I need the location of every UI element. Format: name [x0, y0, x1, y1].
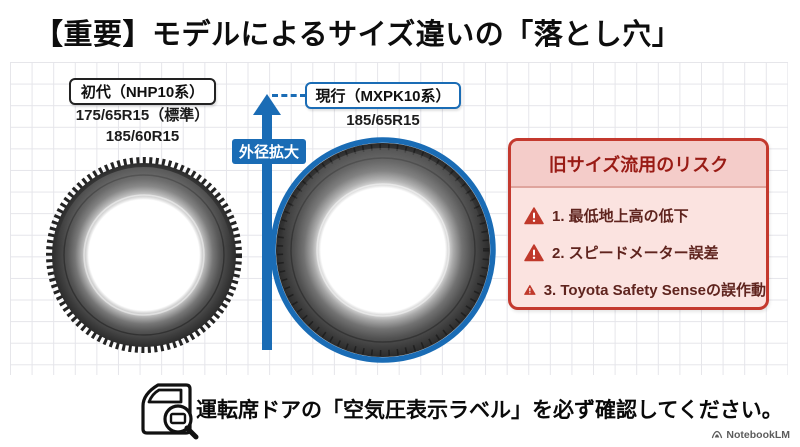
tire-new-illustration [270, 137, 496, 363]
risk-item-list: 1. 最低地上高の低下 2. スピードメーター誤差 3. Toyota Safe… [511, 188, 766, 307]
risk-box-title: 旧サイズ流用のリスク [511, 141, 766, 188]
outer-diameter-highlight-ring [270, 137, 496, 363]
dashed-connector-line [272, 94, 306, 97]
old-model-size-standard: 175/65R15（標準） [75, 107, 210, 124]
up-arrow-shaft [262, 113, 272, 350]
brand-label: NotebookLM [726, 429, 790, 441]
warning-icon [524, 206, 544, 224]
risk-item-2: 2. スピードメーター誤差 [524, 234, 766, 271]
old-model-size-option: 185/60R15 [105, 128, 180, 145]
old-model-sizes: 175/65R15（標準） 185/60R15 [49, 105, 236, 147]
risk-item-1: 1. 最低地上高の低下 [524, 197, 766, 234]
risk-item-2-text: 2. スピードメーター誤差 [552, 245, 719, 262]
new-model-label-box: 現行（MXPK10系） [305, 82, 461, 109]
old-model-label: 初代（NHP10系） [80, 84, 205, 101]
footer-note: 運転席ドアの「空気圧表示ラベル」を必ず確認してください。 [196, 399, 783, 422]
risk-item-1-text: 1. 最低地上高の低下 [552, 208, 689, 225]
notebooklm-logo-icon [712, 430, 723, 439]
warning-icon [524, 284, 536, 295]
risk-item-3: 3. Toyota Safety Senseの誤作動 [524, 271, 766, 307]
arrow-label: 外径拡大 [232, 139, 307, 164]
risk-box: 旧サイズ流用のリスク 1. 最低地上高の低下 2. スピードメーター誤差 [508, 138, 769, 310]
diagram-canvas: 外径拡大 初代（NHP10系） 175/65R15（標準） 185/60R15 … [10, 62, 788, 375]
tire-old-illustration [46, 157, 242, 353]
risk-item-3-text: 3. Toyota Safety Senseの誤作動 [543, 282, 766, 299]
new-model-label: 現行（MXPK10系） [315, 88, 451, 105]
brand-mark: NotebookLM [711, 429, 790, 441]
up-arrow-head [253, 94, 281, 115]
page-title: 【重要】モデルによるサイズ違いの「落とし穴」 [34, 19, 682, 51]
car-door-magnifier-icon [141, 383, 199, 440]
new-model-size: 185/65R15 [346, 112, 420, 129]
old-model-label-box: 初代（NHP10系） [69, 78, 216, 105]
warning-icon [524, 243, 544, 261]
